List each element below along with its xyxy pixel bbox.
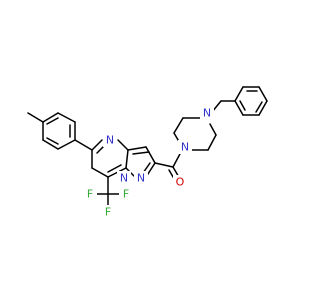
amide-bond [172,151,182,168]
atom-f-left: F [83,187,97,201]
methyl-bond [27,112,44,123]
atom-n-piperazine-top: N [200,106,214,120]
atom-f-right: F [119,187,133,201]
atom-f-top: F [101,205,115,219]
atom-n-pyrazole: N [134,171,148,185]
atom-label: F [105,206,111,219]
carbonyl-pyrazole-bond [154,162,174,168]
atom-n-bridge: N [117,171,131,185]
atom-label: N [181,141,189,154]
tolyl-attach-bond [74,139,93,151]
atom-label: F [123,188,129,201]
benzyl-ring [234,86,268,116]
structure-svg: N N O N N N F F F [27,86,268,219]
atom-label: O [176,176,185,189]
atom-label: N [106,134,114,147]
atom-n-piperazine-bottom: N [178,140,192,154]
pyrimidine-ring [91,139,129,178]
atom-n-pyrimidine: N [103,133,117,147]
atom-o-carbonyl: O [173,175,187,189]
tolyl-ring [42,112,76,150]
atom-label: N [120,172,128,185]
molecule-diagram: N N O N N N F F F [27,86,268,219]
atom-label: F [87,188,93,201]
atom-label: N [203,107,211,120]
atom-label: N [137,172,145,185]
